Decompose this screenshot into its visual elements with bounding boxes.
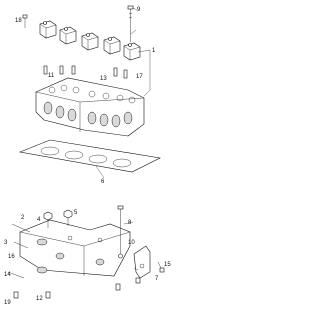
callout-4: 4 — [37, 217, 41, 223]
callout-2: 2 — [21, 215, 25, 221]
callout-12: 12 — [36, 296, 43, 302]
callout-1: 1 — [152, 48, 156, 54]
callout-17: 17 — [136, 74, 143, 80]
callout-19: 19 — [4, 300, 11, 306]
studs-left — [7, 223, 31, 299]
callout-16: 16 — [8, 254, 15, 260]
bracket-7 — [133, 245, 151, 279]
bolt-18 — [22, 14, 28, 28]
callout-13: 13 — [100, 76, 107, 82]
callout-11: 11 — [48, 73, 55, 79]
dowel-pins — [43, 65, 128, 79]
nuts-4-5 — [43, 209, 73, 228]
bolt-15 — [157, 261, 165, 273]
callout-18: 18 — [15, 18, 22, 24]
callout-8: 8 — [128, 220, 132, 226]
cylinder-head-exploded-diagram: 1 2 3 4 5 6 7 8 9 10 11 12 13 14 15 16 1… — [4, 5, 171, 306]
head-gasket — [18, 139, 161, 173]
manifold-assembly — [19, 219, 131, 277]
callout-9: 9 — [137, 7, 141, 13]
callout-3: 3 — [4, 240, 8, 246]
head-bolt-9 — [127, 5, 134, 42]
small-parts-12 — [45, 277, 141, 299]
callout-15: 15 — [164, 262, 171, 268]
camshaft-holders — [39, 20, 141, 61]
callout-7: 7 — [155, 276, 159, 282]
bolt-8 — [117, 205, 124, 259]
callout-5: 5 — [74, 210, 78, 216]
callout-14: 14 — [4, 272, 11, 278]
callout-6: 6 — [101, 179, 105, 185]
callout-labels: 1 2 3 4 5 6 7 8 9 10 11 12 13 14 15 16 1… — [4, 7, 171, 306]
callout-10: 10 — [128, 240, 135, 246]
cylinder-head — [35, 77, 145, 137]
leader-lines — [95, 7, 151, 271]
